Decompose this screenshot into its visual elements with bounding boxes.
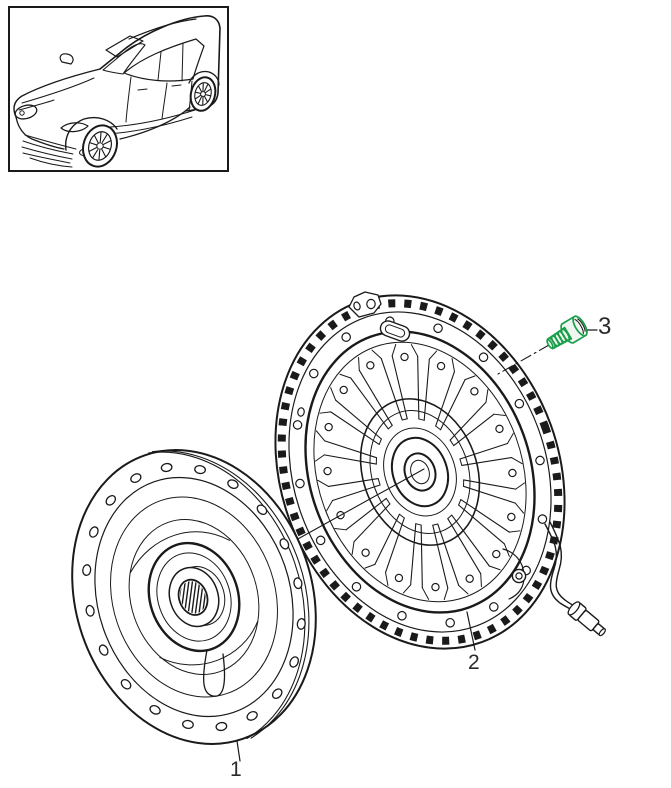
clutch-pressure-plate [274,294,566,650]
callout-pressure-plate: 2 [468,651,480,674]
disc-window-notch [202,649,226,697]
mirror [59,53,74,65]
plate-rim-hole [297,407,305,417]
plate-top-lug [348,291,411,342]
leader-line-2 [466,611,476,651]
vehicle-thumbnail-box [8,6,229,172]
front-wheel [82,124,118,168]
headlights [14,104,89,133]
wire-connector [567,601,606,637]
assembly-axis-line [295,468,425,541]
fastening-screw [546,315,588,350]
screw-axis-line [497,344,550,375]
sensor-wire [544,521,606,637]
cayenne-outline [13,15,221,168]
plate-dowel-lug [502,548,527,600]
vehicle-thumbnail [13,15,221,168]
leader-line-1 [236,740,241,762]
callout-fastening-screw: 3 [598,313,612,340]
clutch-disc [71,449,317,745]
callout-clutch-disc: 1 [230,758,242,781]
rear-wheel [189,76,217,112]
